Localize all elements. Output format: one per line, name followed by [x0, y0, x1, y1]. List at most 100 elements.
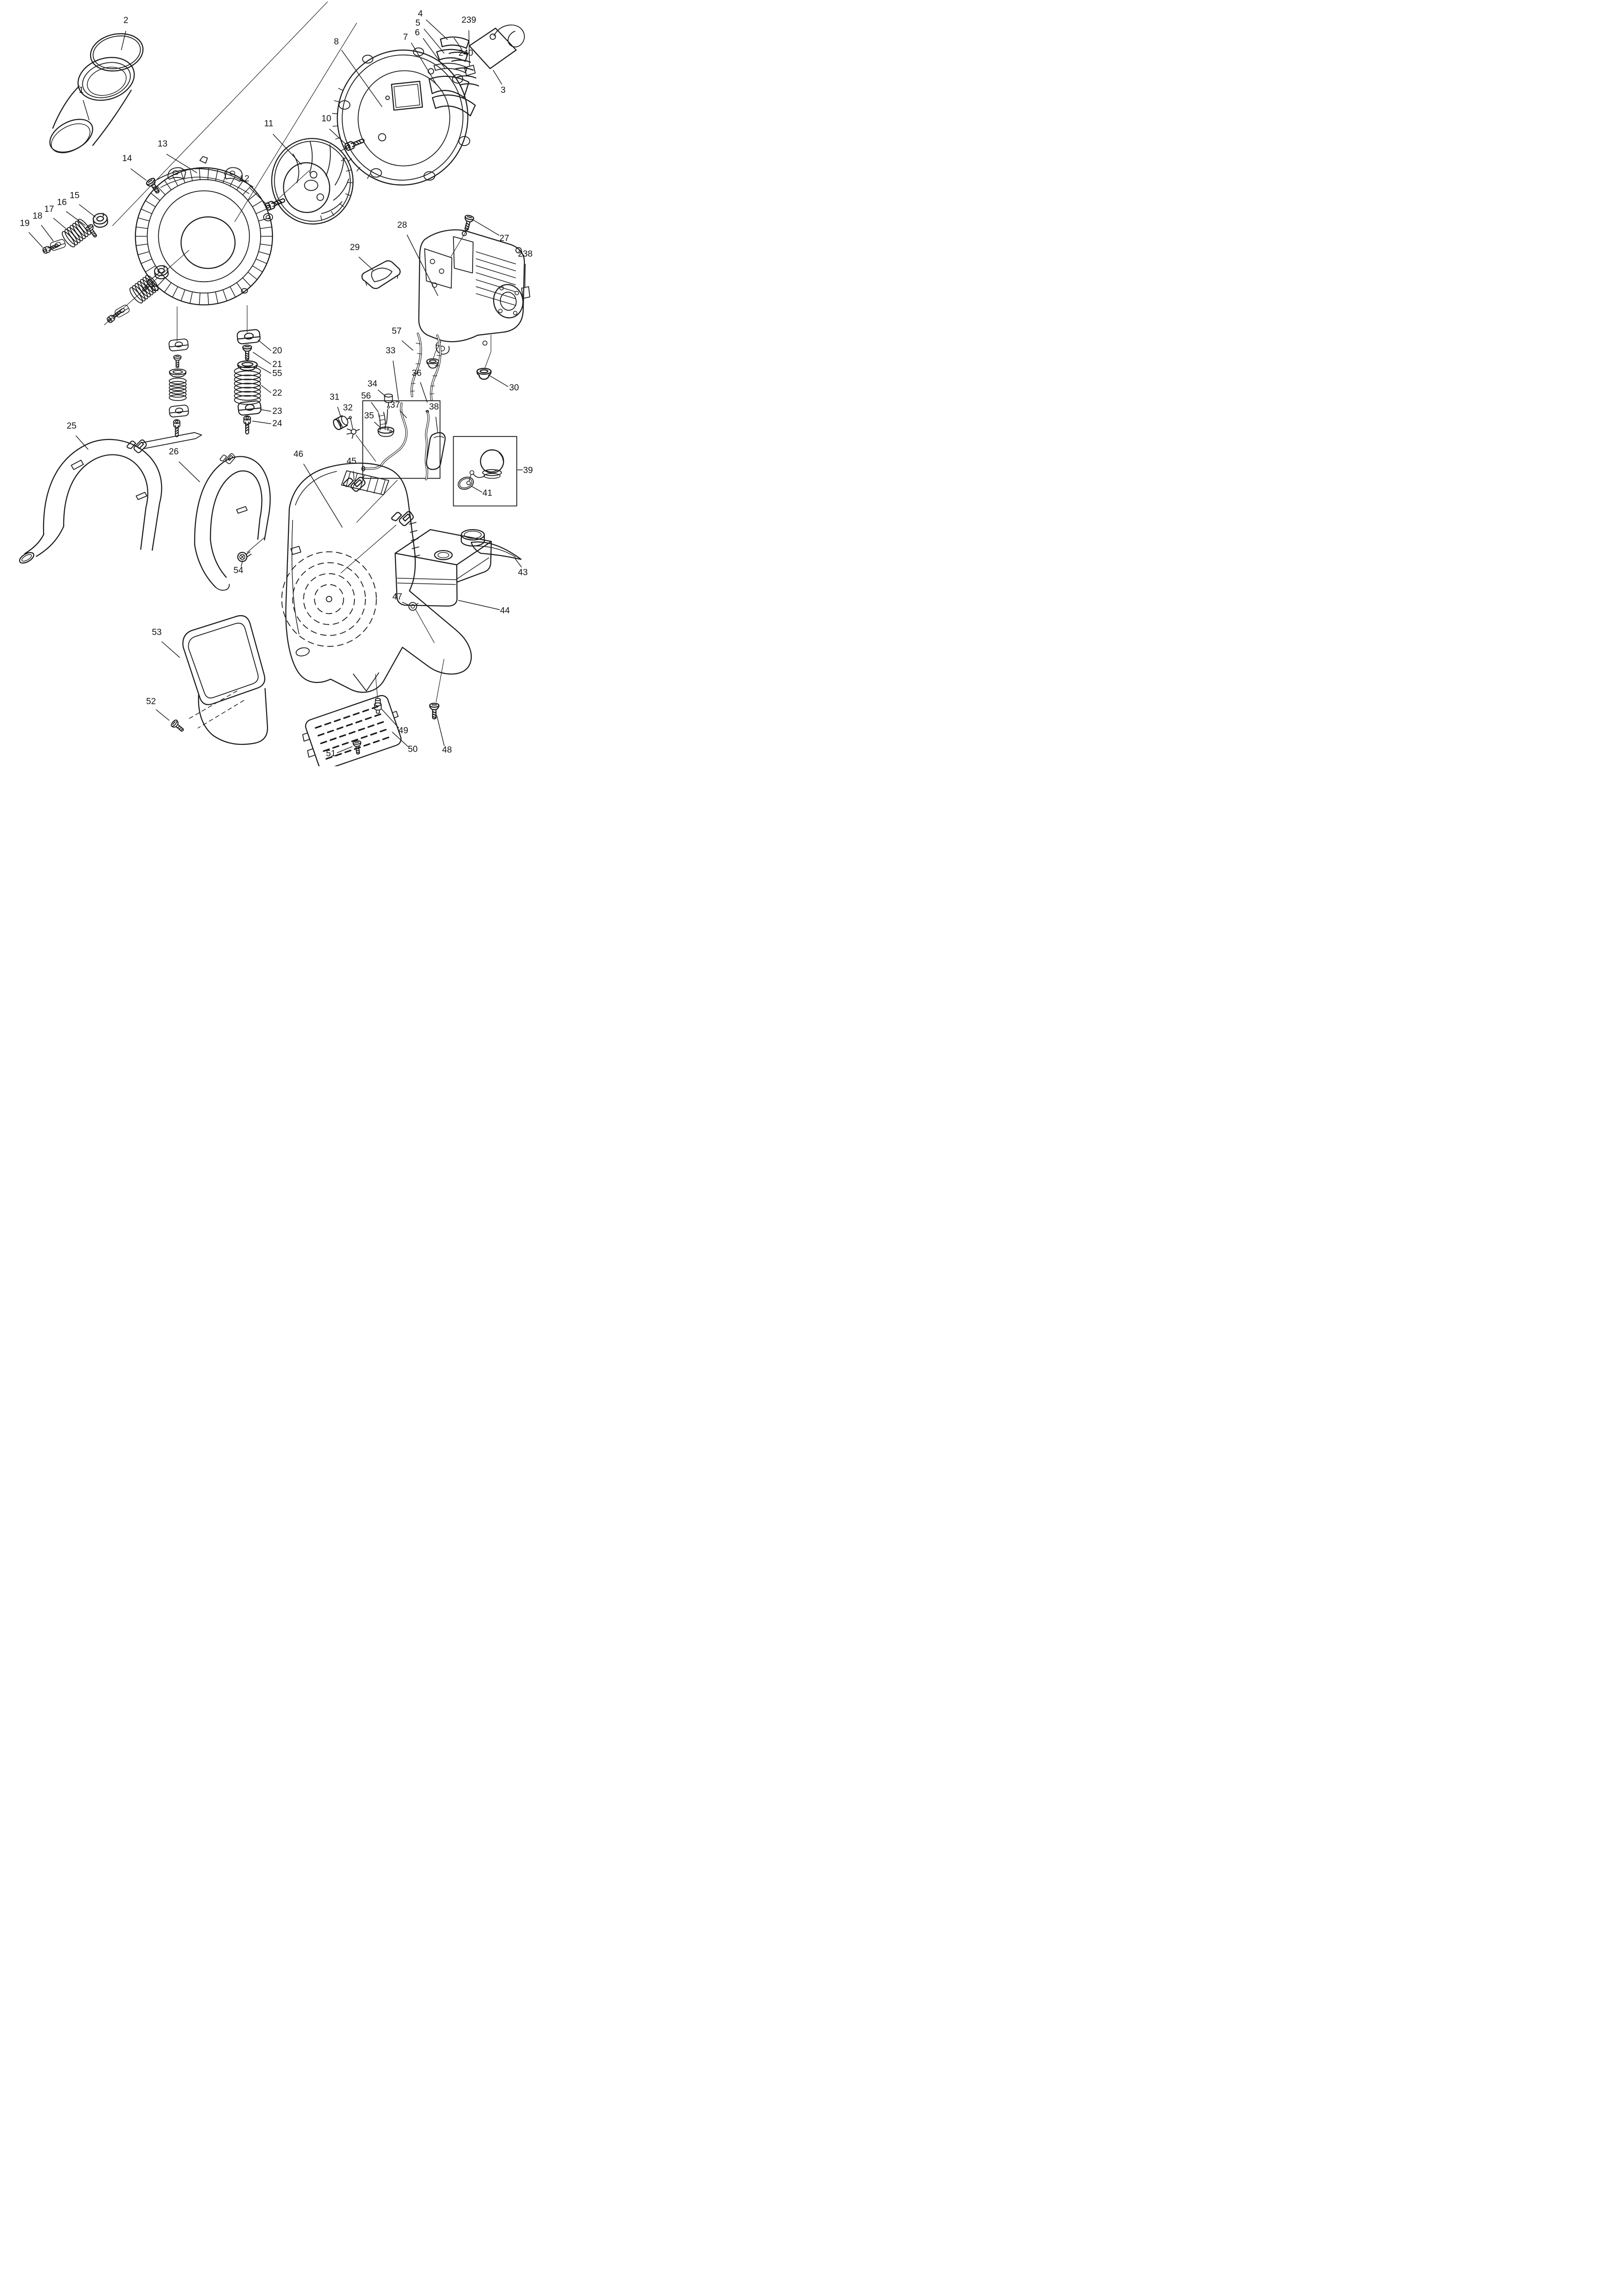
- part-label-238: 238: [518, 249, 533, 259]
- part-fuel-line-36: [424, 410, 430, 480]
- leader-line-44: [458, 600, 500, 610]
- part-label-32: 32: [343, 403, 353, 413]
- part-label-27: 27: [499, 233, 509, 243]
- part-label-7: 7: [403, 32, 408, 42]
- part-fan-case-8: [332, 47, 479, 186]
- leader-line-6: [423, 38, 445, 69]
- part-label-21: 21: [272, 360, 282, 369]
- part-label-36: 36: [412, 369, 422, 378]
- leader-line-31: [337, 406, 341, 416]
- part-label-17: 17: [44, 204, 54, 214]
- part-label-43: 43: [518, 568, 528, 577]
- leader-line-32: [350, 417, 353, 429]
- part-o-ring-2: [90, 33, 144, 72]
- leader-line-28: [406, 234, 439, 296]
- part-grommet-30b: [476, 368, 492, 380]
- leader-line-52: [156, 709, 170, 721]
- part-label-45: 45: [347, 456, 357, 466]
- part-screw-14: [145, 177, 163, 196]
- leader-line-25: [76, 435, 89, 450]
- part-label-51: 51: [326, 749, 336, 758]
- leader-line-13: [166, 154, 197, 173]
- part-screw-27: [461, 214, 475, 232]
- part-sleeve-56: [378, 412, 386, 431]
- leader-line-34: [378, 389, 387, 397]
- leader-line-15: [79, 204, 96, 217]
- part-label-46: 46: [293, 450, 303, 459]
- part-o-ring-41: [458, 476, 474, 490]
- part-label-3: 3: [501, 86, 506, 95]
- exploded-parts-diagram: 1234567823924010111213141516171819202155…: [19, 1, 533, 766]
- part-label-14: 14: [122, 154, 132, 163]
- part-label-35: 35: [364, 411, 374, 420]
- leader-line-10: [329, 128, 347, 145]
- part-washer-55: [237, 360, 258, 371]
- part-label-50: 50: [408, 745, 418, 754]
- leader-line-20: [257, 339, 272, 351]
- part-label-1: 1: [79, 86, 84, 95]
- part-label-53: 53: [152, 627, 161, 637]
- leader-line-29: [358, 257, 374, 271]
- leader-line-11: [272, 134, 302, 165]
- part-label-26: 26: [169, 447, 179, 457]
- leader-line-54: [241, 560, 243, 567]
- part-label-16: 16: [57, 198, 67, 207]
- part-label-52: 52: [146, 697, 156, 706]
- leader-line-56: [371, 402, 379, 413]
- leader-line-14: [130, 168, 147, 181]
- part-label-8: 8: [334, 37, 339, 46]
- part-label-19: 19: [20, 219, 30, 228]
- leader-line-240: [454, 37, 462, 50]
- leader-line-37: [399, 410, 407, 419]
- part-corrugated-tubes-57: [410, 332, 442, 401]
- leader-line-46: [303, 463, 343, 528]
- part-fan-11: [271, 138, 354, 225]
- leader-line-48: [436, 715, 445, 746]
- part-clamp-32: [346, 428, 360, 439]
- part-engine-housing-28: [418, 229, 525, 355]
- part-label-38: 38: [429, 402, 439, 412]
- part-hang-tag-3: [469, 25, 525, 69]
- leader-line-1: [82, 100, 90, 121]
- leader-line-27: [473, 220, 499, 236]
- part-label-10: 10: [322, 114, 332, 124]
- part-label-33: 33: [386, 346, 396, 356]
- part-label-31: 31: [330, 393, 340, 402]
- leader-line-3: [493, 70, 502, 85]
- part-fuel-filter-31: [333, 415, 352, 430]
- part-bolt-10: [343, 136, 366, 152]
- leader-line-53: [161, 641, 180, 658]
- part-label-239: 239: [462, 15, 476, 25]
- part-label-23: 23: [272, 406, 282, 416]
- part-chip-238: [521, 286, 530, 299]
- part-spring-22: [234, 366, 261, 405]
- leader-line-41: [471, 486, 483, 493]
- part-label-18: 18: [33, 212, 43, 221]
- leader-line-17: [53, 217, 69, 231]
- part-fuel-line-37: [361, 402, 408, 471]
- part-label-56: 56: [361, 391, 371, 401]
- part-label-12: 12: [240, 174, 250, 184]
- part-spacer-pin-49: [374, 698, 382, 714]
- part-fuel-pickup-35: [377, 409, 394, 437]
- part-label-57: 57: [392, 326, 402, 336]
- part-label-15: 15: [70, 191, 80, 200]
- leader-line-33: [393, 360, 399, 400]
- part-spring-17: [61, 218, 91, 248]
- part-label-22: 22: [272, 388, 282, 398]
- part-washer-47: [408, 602, 419, 611]
- part-label-37: 37: [390, 400, 400, 410]
- part-label-4: 4: [418, 9, 423, 19]
- part-bolt-24: [243, 415, 251, 435]
- leader-line-12: [249, 187, 267, 205]
- part-screw-48: [429, 703, 439, 720]
- part-label-41: 41: [483, 488, 493, 498]
- leader-line-38: [435, 416, 438, 432]
- part-chip-239: [464, 65, 476, 76]
- leader-line-50: [392, 732, 409, 747]
- part-label-39: 39: [523, 465, 533, 475]
- leader-line-4: [426, 19, 448, 40]
- part-label-54: 54: [233, 566, 243, 575]
- leader-line-2: [121, 30, 126, 51]
